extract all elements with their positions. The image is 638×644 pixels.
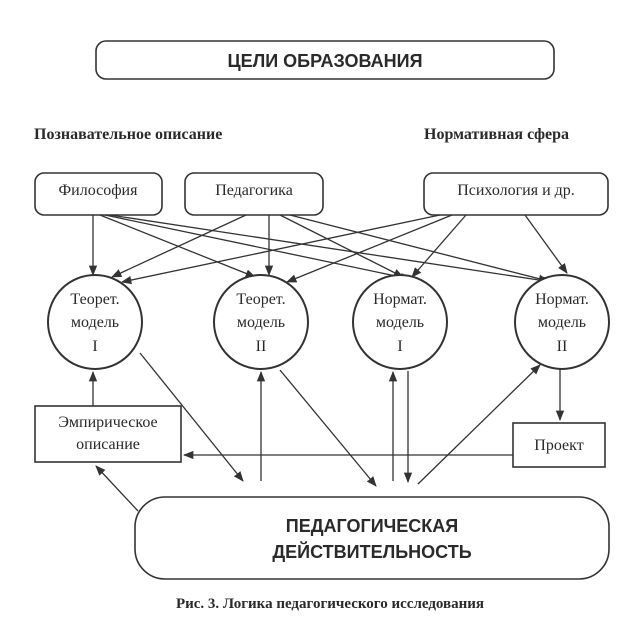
model-theoretical-1-line1: Теорет. (70, 291, 119, 308)
model-theoretical-1: Теорет. модель I (47, 274, 143, 370)
arrow-pedagogy-norm1 (279, 214, 404, 278)
model-normative-1-line1: Нормат. (373, 291, 427, 308)
arrow-theor2-to-reality (279, 369, 377, 487)
empirical-box-frame (34, 405, 182, 463)
source-philosophy-label: Философия (59, 182, 139, 199)
model-normative-2-line3: II (557, 338, 568, 355)
model-normative-1-line3: I (397, 338, 402, 355)
arrow-pedagogy-theor1 (111, 214, 247, 278)
source-philosophy: Философия (34, 172, 163, 216)
source-psychology-label: Психология и др. (457, 182, 575, 199)
project-box-frame (512, 422, 606, 468)
empirical-box: Эмпирическое описание (34, 405, 182, 463)
model-theoretical-2: Теорет. модель II (213, 274, 309, 370)
project-box: Проект (512, 422, 606, 468)
arrow-psychology-theor1 (120, 214, 441, 285)
model-normative-1-circle (352, 274, 448, 370)
source-pedagogy: Педагогика (184, 172, 324, 216)
goals-box: ЦЕЛИ ОБРАЗОВАНИЯ (95, 40, 555, 80)
model-normative-1: Нормат. модель I (352, 274, 448, 370)
figure-caption: Рис. 3. Логика педагогического исследова… (176, 596, 484, 612)
source-philosophy-frame (34, 172, 163, 216)
arrow-pedagogy-norm2 (289, 214, 550, 283)
model-theoretical-2-line1: Теорет. (236, 291, 285, 308)
goals-box-frame (95, 40, 555, 80)
source-pedagogy-frame (184, 172, 324, 216)
reality-box: ПЕДАГОГИЧЕСКАЯ ДЕЙСТВИТЕЛЬНОСТЬ (134, 496, 610, 580)
model-theoretical-2-line2: модель (237, 314, 285, 331)
model-theoretical-1-circle (47, 274, 143, 370)
reality-line2: ДЕЙСТВИТЕЛЬНОСТЬ (272, 541, 471, 562)
model-theoretical-1-line2: модель (71, 314, 119, 331)
arrow-theor1-to-reality (139, 352, 244, 482)
source-psychology: Психология и др. (423, 172, 609, 216)
model-theoretical-1-line3: I (92, 338, 97, 355)
arrow-reality-to-empirical (95, 465, 139, 512)
arrow-psychology-theor2 (286, 214, 453, 283)
model-normative-2-line1: Нормат. (535, 291, 589, 308)
section-label-cognitive: Познавательное описание (34, 126, 222, 143)
source-psychology-frame (423, 172, 609, 216)
arrow-philosophy-norm2 (109, 214, 554, 285)
source-pedagogy-label: Педагогика (215, 182, 293, 199)
model-normative-1-line2: модель (376, 314, 424, 331)
lower-arrows (88, 352, 565, 512)
reality-box-frame (134, 496, 610, 580)
source-to-model-arrows (88, 214, 568, 285)
model-normative-2-line2: модель (538, 314, 586, 331)
project-label: Проект (534, 437, 583, 454)
arrow-reality-to-norm2 (417, 364, 541, 485)
model-theoretical-2-line3: II (256, 338, 267, 355)
model-theoretical-2-circle (213, 274, 309, 370)
empirical-line2: описание (76, 436, 140, 453)
model-normative-2: Нормат. модель II (514, 274, 610, 370)
arrow-philosophy-norm1 (104, 214, 412, 282)
arrow-psychology-norm2 (524, 214, 568, 274)
empirical-line1: Эмпирическое (58, 414, 157, 431)
model-normative-2-circle (514, 274, 610, 370)
reality-line1: ПЕДАГОГИЧЕСКАЯ (286, 516, 458, 536)
goals-label: ЦЕЛИ ОБРАЗОВАНИЯ (227, 51, 422, 71)
section-label-normative: Нормативная сфера (424, 126, 569, 143)
arrow-psychology-norm1 (411, 214, 467, 278)
